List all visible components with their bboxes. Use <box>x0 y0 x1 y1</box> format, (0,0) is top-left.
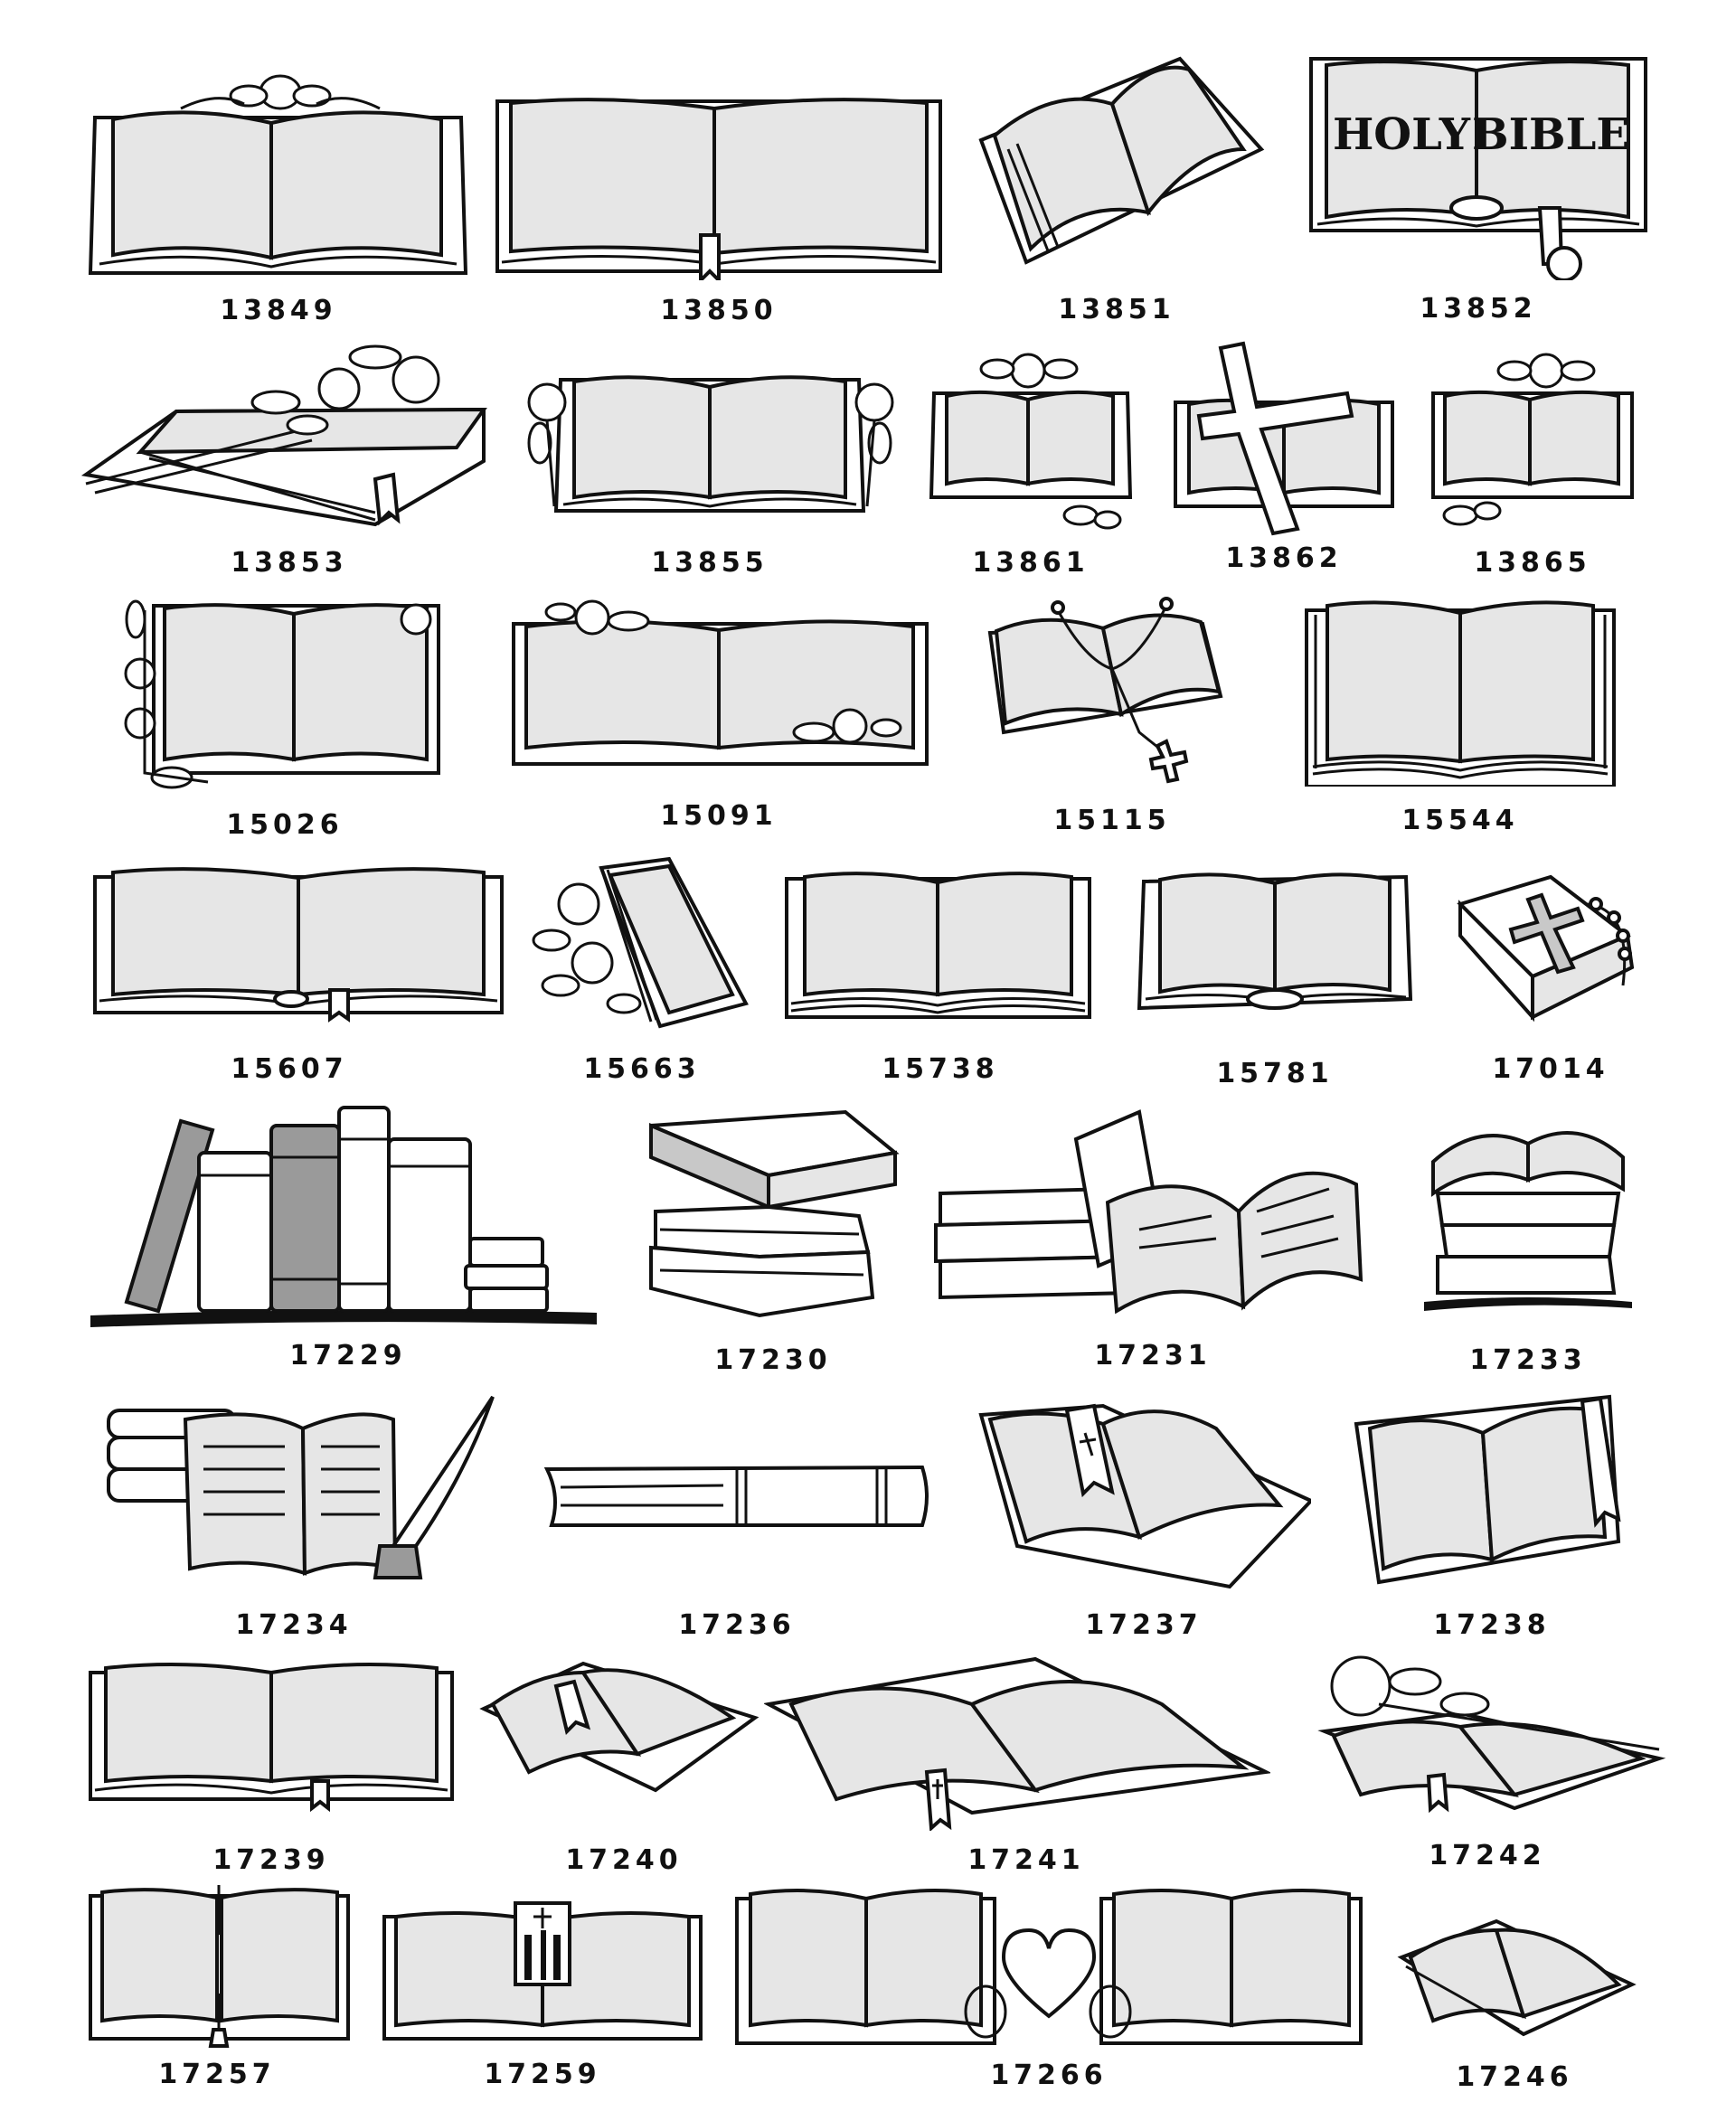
item-code: 17242 <box>1429 1840 1546 1871</box>
item-code: 17231 <box>1094 1340 1212 1372</box>
item-code: 13861 <box>972 547 1090 579</box>
item-code: 13852 <box>1420 293 1537 325</box>
item-code: 17240 <box>565 1844 683 1876</box>
item-code: 13851 <box>1058 294 1175 325</box>
item-code: 17233 <box>1469 1344 1587 1376</box>
two-books-heart-rings-icon <box>735 1889 1363 2045</box>
item-code: 17266 <box>990 2060 1108 2091</box>
open-book-cross-bookmark-icon <box>978 1403 1311 1589</box>
open-book-flowers-icon <box>929 353 1133 530</box>
item-code: 17014 <box>1492 1053 1609 1085</box>
page-title-left: HOLY <box>1333 109 1471 160</box>
open-book-on-stack-icon <box>1424 1131 1632 1311</box>
open-book-cross-icon <box>1174 341 1394 536</box>
item-code: 17236 <box>678 1609 796 1641</box>
wide-open-book-bookmark-icon <box>495 98 942 280</box>
books-pile-open-book-icon <box>934 1109 1363 1315</box>
item-code: 17239 <box>212 1844 330 1876</box>
item-code: 17246 <box>1456 2061 1573 2093</box>
wide-open-book-ribbon-icon <box>93 867 504 1023</box>
row-of-books-icon <box>90 1106 597 1327</box>
item-code: 17259 <box>484 2059 601 2090</box>
item-code: 17230 <box>714 1344 832 1376</box>
book-on-side-icon <box>543 1465 929 1527</box>
closed-book-roses-icon <box>532 856 749 1029</box>
closed-book-roses-icon <box>80 344 487 527</box>
item-code: 13865 <box>1474 547 1591 579</box>
open-book-floral-vine-icon <box>124 599 440 789</box>
open-book-tassel-icon <box>89 1885 350 2048</box>
item-code: 13855 <box>651 547 769 579</box>
open-book-bookmark-icon <box>479 1661 760 1793</box>
open-book-quill-inkwell-icon <box>107 1395 495 1579</box>
item-code: 13853 <box>231 547 348 579</box>
item-code: 17237 <box>1085 1609 1203 1641</box>
open-book-cross-bookmark-icon <box>382 1901 703 2041</box>
open-book-curled-pages-icon <box>1137 872 1413 1011</box>
item-code: 13850 <box>660 295 778 326</box>
item-code: 17241 <box>967 1844 1085 1876</box>
open-book-rose-crest-icon <box>88 74 468 275</box>
item-code: 15607 <box>231 1053 348 1085</box>
wide-open-book-roses-icon <box>512 599 929 766</box>
item-code: 13849 <box>220 295 337 326</box>
open-book-ribbon-icon <box>1354 1394 1621 1585</box>
open-book-side-roses-icon <box>527 375 894 513</box>
stacked-old-books-icon <box>649 1109 900 1318</box>
item-code: 15544 <box>1401 805 1519 836</box>
item-code: 17238 <box>1433 1609 1551 1641</box>
item-code: 17229 <box>289 1340 407 1372</box>
holy-bible-open-book-icon: HOLY BIBLE <box>1309 57 1647 280</box>
item-code: 17234 <box>235 1609 353 1641</box>
page-title-right: BIBLE <box>1472 109 1629 160</box>
open-book-thick-pages-icon <box>1305 600 1616 787</box>
item-code: 17257 <box>158 2059 276 2090</box>
closed-bible-cross-rosary-icon <box>1457 874 1635 1023</box>
open-book-rosary-icon <box>987 597 1223 784</box>
item-code: 15026 <box>226 809 344 841</box>
item-code: 15738 <box>882 1053 999 1085</box>
small-open-book-icon <box>1397 1918 1637 2037</box>
open-book-cross-ribbon-icon <box>764 1656 1270 1831</box>
item-code: 15091 <box>660 800 778 832</box>
open-book-icon <box>785 872 1091 1019</box>
item-code: 15781 <box>1216 1058 1334 1089</box>
open-book-flower-crest-icon <box>1431 353 1634 526</box>
item-code: 13862 <box>1225 542 1343 574</box>
item-code: 15663 <box>583 1053 701 1085</box>
open-book-rose-icon <box>1317 1655 1666 1813</box>
wide-open-book-ribbon-icon <box>89 1663 454 1813</box>
tilted-open-book-icon <box>978 56 1265 265</box>
item-code: 15115 <box>1053 805 1171 836</box>
